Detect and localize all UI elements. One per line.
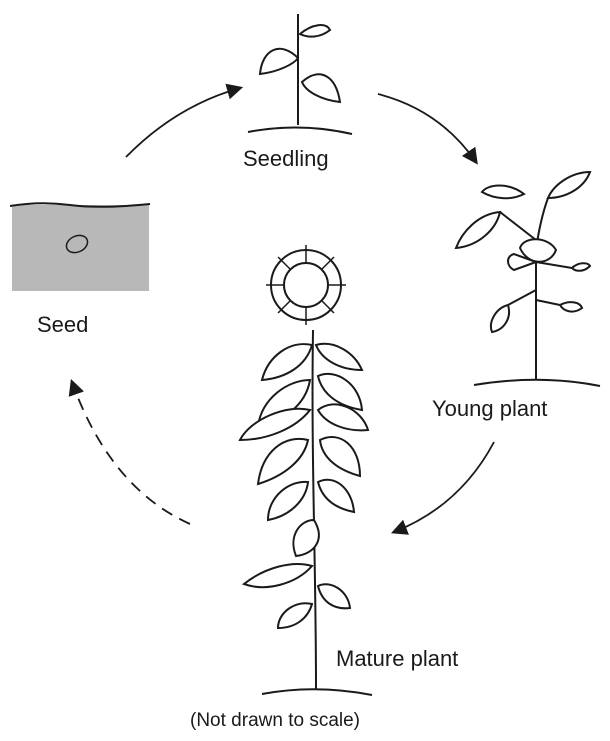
arrow-mature-plant-to-seed	[72, 382, 190, 524]
seed-label: Seed	[37, 312, 88, 338]
arrow-young-to-mature-plant	[394, 442, 494, 532]
scale-note: (Not drawn to scale)	[190, 710, 360, 732]
seedling-label: Seedling	[243, 146, 329, 172]
mature-plant-label: Mature plant	[336, 646, 458, 672]
mature-plant-illustration	[240, 245, 372, 695]
arrow-seed-to-seedling	[126, 88, 240, 157]
young-plant-illustration	[456, 172, 600, 386]
arrow-seedling-to-young-plant	[378, 94, 476, 162]
young-plant-label: Young plant	[432, 396, 547, 422]
seedling-illustration	[248, 14, 352, 134]
seed-illustration	[10, 203, 150, 291]
